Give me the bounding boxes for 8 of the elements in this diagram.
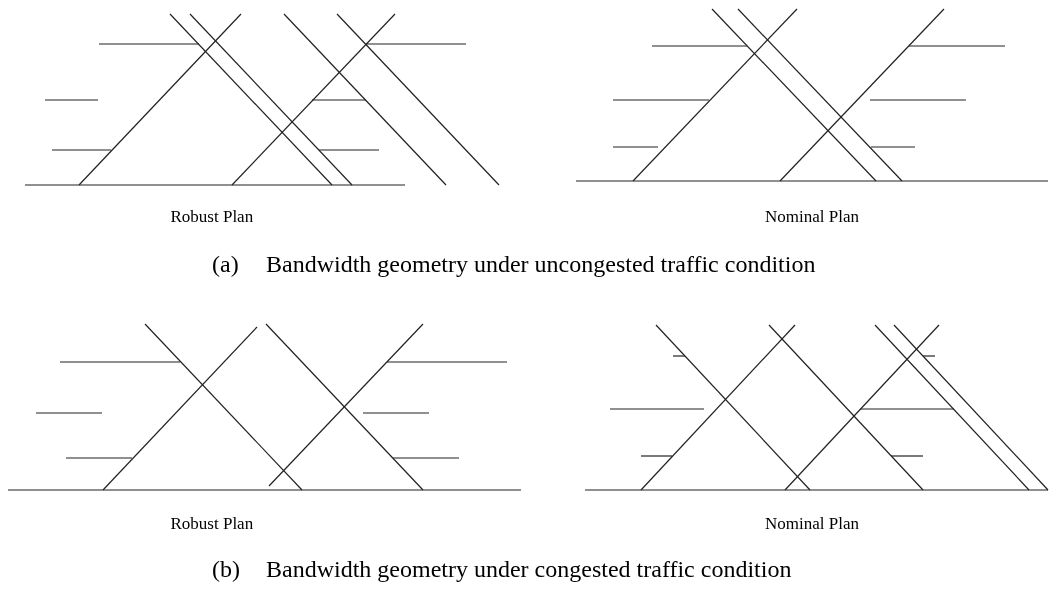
subfigure-label: (b) [212,557,240,581]
panel-label: Nominal Plan [765,208,859,225]
panel-label: Robust Plan [170,208,254,225]
subfigure-label: (a) [212,252,239,276]
panel-label: Robust Plan [170,515,254,532]
caption-text: Bandwidth geometry under uncongested traffic condition [266,252,816,276]
caption-text: Bandwidth geometry under congested traffic condition [266,557,792,581]
panel-label: Nominal Plan [765,515,859,532]
